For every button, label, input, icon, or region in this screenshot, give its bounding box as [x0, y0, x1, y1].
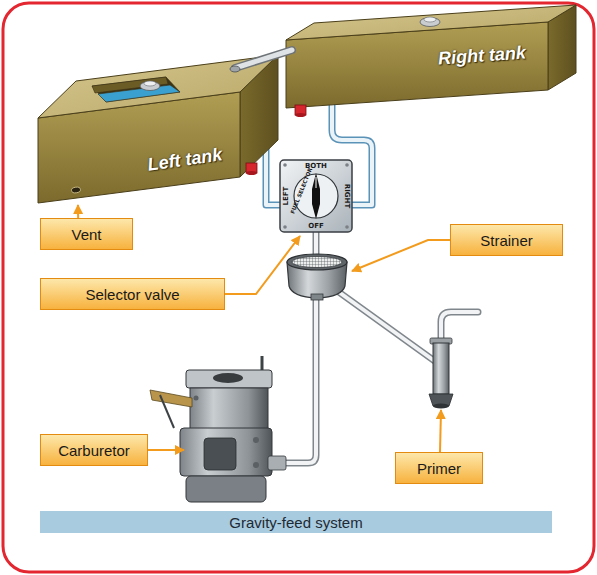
caption-band: Gravity-feed system — [40, 511, 552, 533]
carburetor-screw — [194, 396, 199, 401]
fuel-line — [280, 298, 316, 463]
knob-pointer — [316, 177, 317, 188]
carburetor-base — [186, 476, 266, 502]
crossfeed-line — [235, 50, 292, 68]
caption-text: Gravity-feed system — [229, 514, 362, 531]
filler-cap — [424, 17, 436, 22]
tank-drain — [295, 105, 306, 115]
selector-valve — [280, 160, 352, 232]
fuel-tank: Right tank — [284, 2, 578, 114]
figure-frame — [3, 3, 594, 572]
carburetor-throat — [190, 388, 268, 430]
tank-drain — [246, 171, 257, 175]
fuel-strainer — [287, 254, 347, 300]
tank-outline — [284, 2, 578, 114]
plate-screw — [345, 225, 349, 229]
selector-position-label: FUEL SELECTOR — [290, 167, 313, 215]
carburetor-flange — [186, 370, 272, 388]
tank-drain — [246, 163, 257, 173]
callout-box: Primer — [395, 452, 483, 484]
primer-line — [441, 312, 478, 342]
fuel-line — [336, 290, 436, 362]
selector-position-label: RIGHT — [343, 184, 350, 208]
fuel-line — [280, 298, 316, 463]
tank-face — [38, 55, 278, 118]
tank-outline — [36, 44, 280, 205]
filler-cap — [420, 18, 440, 27]
fuel-tank: Left tank — [36, 44, 280, 205]
fuel-inlet-fitting — [268, 456, 286, 470]
tank-face — [286, 5, 576, 40]
fuel-line — [336, 290, 436, 362]
callout-box: Vent — [40, 218, 133, 250]
tank-outline — [286, 5, 576, 108]
callout-label: Carburetor — [58, 442, 130, 459]
float-bowl — [180, 428, 272, 476]
selector-knob — [312, 173, 320, 219]
strainer-screen — [292, 257, 342, 268]
selector-position-label: LEFT — [283, 187, 290, 206]
leader-line — [352, 240, 450, 271]
crossfeed-line — [235, 50, 292, 68]
primer-barrel — [433, 343, 449, 394]
bowl-recess — [204, 438, 236, 470]
callout-box: Strainer — [450, 224, 563, 256]
leader-arrow — [77, 205, 79, 218]
plate-screw — [283, 163, 287, 167]
leader-arrow — [77, 205, 78, 218]
tank-outline — [38, 55, 278, 203]
fuel-line — [314, 230, 318, 256]
tank-cutaway — [92, 77, 180, 102]
callout-box: Selector valve — [40, 278, 225, 310]
primer-pump — [429, 338, 453, 409]
tank-drain — [295, 113, 306, 117]
throttle-linkage — [160, 395, 174, 428]
fuel-line — [266, 100, 478, 463]
crossfeed-line — [235, 50, 292, 68]
callout-label: Selector valve — [85, 286, 179, 303]
leader-line — [148, 449, 184, 451]
callout-label: Vent — [71, 226, 101, 243]
leader-line — [148, 236, 450, 452]
strainer-rim — [287, 254, 347, 270]
callout-label: Primer — [417, 460, 461, 477]
throttle-lever — [150, 390, 192, 407]
callout-label: Strainer — [480, 232, 533, 249]
plate-screw — [345, 163, 349, 167]
fuel-line — [313, 230, 320, 256]
carburetor-screw — [253, 437, 259, 443]
strainer-outlet — [311, 294, 323, 300]
plate-screw — [283, 225, 287, 229]
tank-drain — [246, 105, 306, 175]
primer-line — [441, 312, 478, 342]
filler-cap — [140, 82, 160, 91]
filler-cap — [144, 81, 156, 86]
fuel-level — [98, 85, 180, 102]
leader-line — [225, 236, 300, 294]
line-fitting — [230, 66, 240, 72]
primer-knob — [433, 404, 449, 409]
vent-hole — [71, 187, 81, 194]
leader-line — [440, 410, 441, 452]
carburetor-screw — [253, 462, 259, 468]
selector-plate — [280, 160, 352, 232]
callout-box: Carburetor — [40, 434, 148, 466]
carburetor-bore — [213, 373, 243, 383]
carburetor-body — [150, 356, 286, 502]
selector-position-label: OFF — [308, 223, 324, 230]
